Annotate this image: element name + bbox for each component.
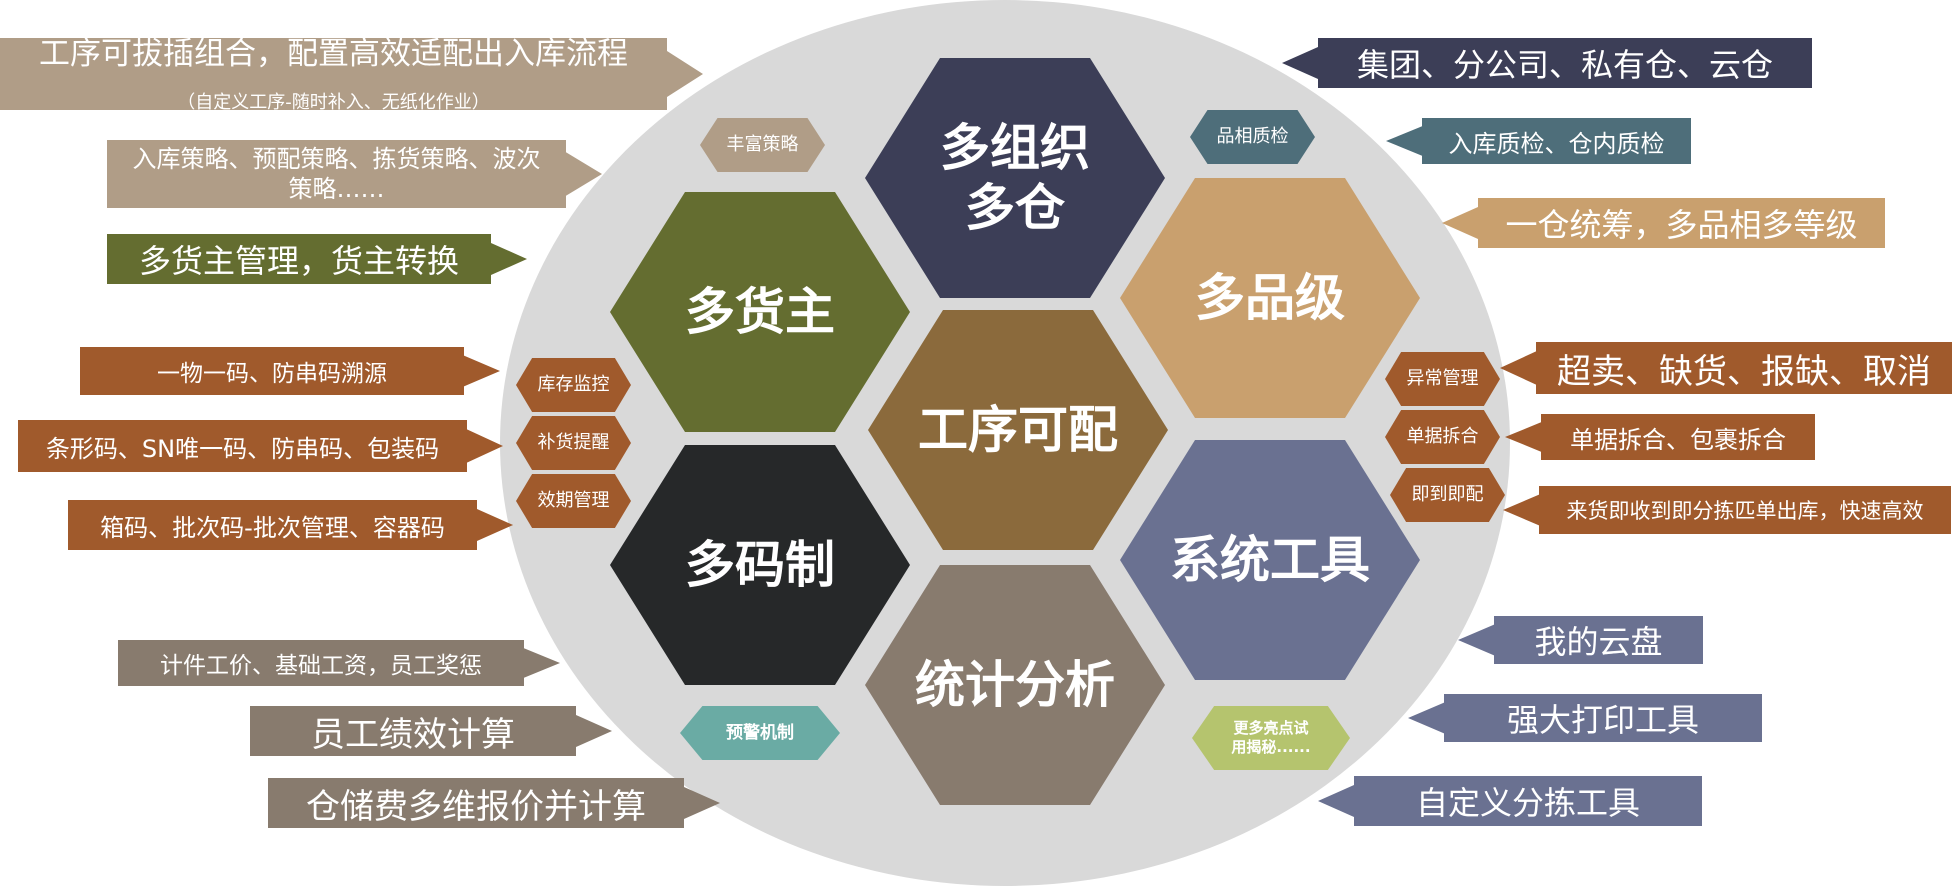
mini-hex-expiry-manage: 效期管理: [516, 474, 631, 528]
mini-hex-text: 预警机制: [726, 723, 794, 743]
left-label-barcode: 条形码、SN唯一码、防串码、包装码: [18, 420, 503, 472]
hex-multi-grade-text: 多品级: [1195, 269, 1345, 327]
left-label-box-code-text: 箱码、批次码-批次管理、容器码: [100, 513, 445, 542]
right-label-cloud-disk: 我的云盘: [1458, 616, 1703, 664]
hex-multi-owner: 多货主: [610, 192, 910, 432]
hex-process-config-text: 工序可配: [918, 401, 1118, 459]
right-label-group-text: 集团、分公司、私有仓、云仓: [1356, 46, 1773, 84]
mini-hex-quality-check: 品相质检: [1190, 110, 1315, 164]
mini-hex-more-highlights: 更多亮点试 用揭秘......: [1192, 706, 1350, 770]
left-label-strategies-text: 入库策略、预配策略、拣货策略、波次 策略……: [132, 145, 541, 203]
mini-hex-text: 品相质检: [1216, 126, 1289, 147]
left-label-strategies: 入库策略、预配策略、拣货策略、波次 策略……: [107, 140, 602, 208]
right-label-multi-grade: 一仓统筹，多品相多等级: [1442, 198, 1885, 248]
hex-system-tools: 系统工具: [1120, 440, 1420, 680]
right-label-quality-text: 入库质检、仓内质检: [1448, 129, 1665, 158]
mini-hex-text: 效期管理: [537, 490, 610, 511]
right-label-quality: 入库质检、仓内质检: [1386, 118, 1691, 164]
left-label-performance-text: 员工绩效计算: [311, 714, 515, 755]
hex-multi-code-text: 多码制: [685, 536, 835, 594]
mini-hex-text: 异常管理: [1406, 368, 1479, 389]
mini-hex-replenish-alert: 补货提醒: [516, 416, 631, 470]
hex-multi-org-text: 多组织 多仓: [940, 119, 1090, 237]
left-label-owner-text: 多货主管理，货主转换: [138, 242, 459, 280]
left-label-owner: 多货主管理，货主转换: [107, 234, 527, 284]
mini-hex-text: 即到即配: [1411, 484, 1484, 505]
left-label-process-main: 工序可拔插组合，配置高效适配出入库流程: [39, 35, 628, 72]
mini-hex-text: 补货提醒: [537, 432, 610, 453]
hex-statistics: 统计分析: [865, 565, 1165, 805]
hex-system-tools-text: 系统工具: [1170, 531, 1370, 589]
left-label-process-sub: （自定义工序-随时补入、无纸化作业）: [177, 91, 490, 113]
hex-multi-org: 多组织 多仓: [865, 58, 1165, 298]
hex-multi-code: 多码制: [610, 445, 910, 685]
left-label-piecework-text: 计件工价、基础工资，员工奖惩: [160, 653, 482, 679]
right-label-cloud-disk-text: 我的云盘: [1534, 623, 1663, 661]
left-label-barcode-text: 条形码、SN唯一码、防串码、包装码: [45, 434, 440, 463]
hex-multi-grade: 多品级: [1120, 178, 1420, 418]
left-label-box-code: 箱码、批次码-批次管理、容器码: [68, 500, 513, 550]
left-label-storage-fee-text: 仓储费多维报价并计算: [306, 786, 646, 827]
left-label-one-item-code-text: 一物一码、防串码溯源: [157, 361, 387, 387]
hex-multi-owner-text: 多货主: [685, 283, 835, 341]
right-label-cross-dock: 来货即收到即分拣匹单出库，快速高效: [1503, 486, 1951, 534]
right-label-split-text: 单据拆合、包裹拆合: [1570, 425, 1786, 454]
right-label-oversell-text: 超卖、缺货、报缺、取消: [1557, 351, 1931, 392]
right-label-split: 单据拆合、包裹拆合: [1505, 414, 1815, 460]
right-label-print-tool-text: 强大打印工具: [1506, 701, 1699, 739]
right-label-sort-tool-text: 自定义分拣工具: [1415, 784, 1640, 822]
left-label-performance: 员工绩效计算: [250, 706, 612, 756]
right-label-oversell: 超卖、缺货、报缺、取消: [1500, 342, 1952, 394]
left-label-piecework: 计件工价、基础工资，员工奖惩: [118, 640, 560, 686]
right-label-group: 集团、分公司、私有仓、云仓: [1282, 38, 1812, 88]
mini-hex-text: 更多亮点试 用揭秘......: [1231, 719, 1311, 756]
hex-statistics-text: 统计分析: [915, 656, 1115, 714]
mini-hex-text: 单据拆合: [1406, 426, 1479, 447]
mini-hex-stock-monitor: 库存监控: [516, 358, 631, 412]
right-label-multi-grade-text: 一仓统筹，多品相多等级: [1505, 206, 1858, 244]
mini-hex-warning: 预警机制: [680, 706, 840, 760]
left-label-storage-fee: 仓储费多维报价并计算: [268, 778, 720, 828]
right-label-sort-tool: 自定义分拣工具: [1318, 776, 1702, 826]
left-label-process: 工序可拔插组合，配置高效适配出入库流程 （自定义工序-随时补入、无纸化作业）: [0, 38, 703, 110]
right-label-print-tool: 强大打印工具: [1408, 694, 1762, 742]
mini-hex-text: 库存监控: [537, 374, 610, 395]
left-label-one-item-code: 一物一码、防串码溯源: [80, 347, 500, 395]
mini-hex-cross-dock: 即到即配: [1390, 468, 1505, 522]
right-label-cross-dock-text: 来货即收到即分拣匹单出库，快速高效: [1566, 499, 1924, 523]
mini-hex-rich-strategy: 丰富策略: [700, 118, 825, 172]
hex-process-config: 工序可配: [868, 310, 1168, 550]
mini-hex-exception-manage: 异常管理: [1385, 352, 1500, 406]
mini-hex-order-split-merge: 单据拆合: [1385, 410, 1500, 464]
mini-hex-text: 丰富策略: [726, 134, 799, 155]
